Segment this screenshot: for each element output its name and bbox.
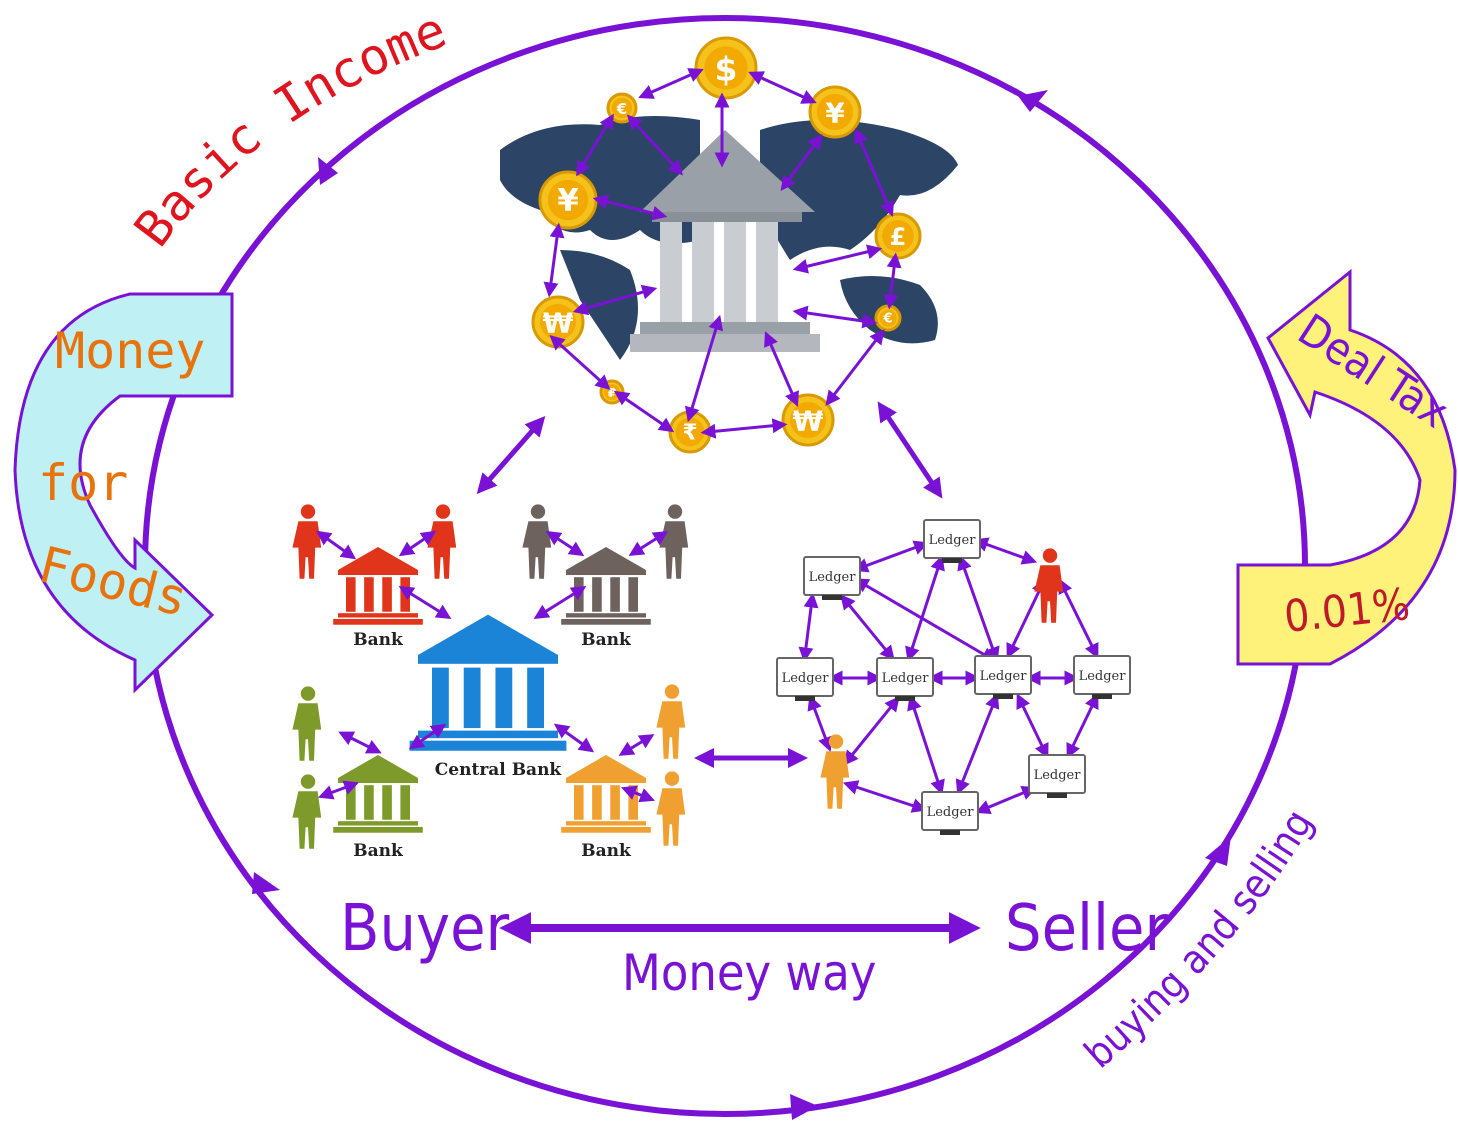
ledger-node: Ledger bbox=[776, 657, 834, 702]
ledger-node: Ledger bbox=[1073, 655, 1131, 700]
coin-icon: ₹ bbox=[668, 410, 712, 454]
currency-symbol: ₽ bbox=[608, 386, 616, 400]
world-central-bank-icon bbox=[630, 130, 820, 352]
person-icon bbox=[522, 504, 552, 579]
currency-symbol: € bbox=[616, 100, 627, 118]
ledger-node: Ledger bbox=[803, 556, 861, 601]
bank-icon-red bbox=[333, 546, 423, 625]
person-icon bbox=[292, 686, 322, 761]
person-icon bbox=[1034, 548, 1064, 623]
currency-symbol: ¥ bbox=[825, 97, 845, 130]
money-label: Money bbox=[55, 322, 206, 380]
cycle-arrowhead-left-top bbox=[318, 157, 338, 185]
person-icon bbox=[292, 774, 322, 849]
person-icon bbox=[659, 504, 689, 579]
person-icon bbox=[820, 734, 850, 809]
bank-icon-gray bbox=[561, 546, 651, 625]
central-bank-label: Central Bank bbox=[435, 760, 563, 780]
currency-symbol: ₩ bbox=[793, 405, 824, 438]
ledger-label: Ledger bbox=[782, 671, 830, 686]
ledger-label: Ledger bbox=[980, 669, 1028, 684]
person-icon bbox=[292, 504, 322, 579]
currency-symbol: ₩ bbox=[543, 307, 574, 340]
cycle-arrowhead-top bbox=[1018, 90, 1048, 112]
money-for-foods-arrow bbox=[13, 292, 234, 694]
arrow-world-to-banks bbox=[476, 415, 546, 495]
bank-label: Bank bbox=[353, 630, 404, 650]
person-icon bbox=[656, 684, 686, 759]
ledger-node: Ledger bbox=[923, 519, 981, 564]
arrow-world-to-ledgers bbox=[877, 401, 943, 499]
for-label: for bbox=[38, 454, 128, 512]
person-icon bbox=[656, 771, 686, 846]
ledger-node: Ledger bbox=[876, 657, 934, 702]
bank-icon-orange bbox=[561, 754, 651, 833]
currency-coin-ring: $ ¥ £ € ₩ ₹ ₽ ₩ ¥ € bbox=[531, 36, 922, 454]
coin-icon: ₩ bbox=[531, 295, 585, 349]
coin-network-arrows bbox=[543, 68, 902, 439]
currency-symbol: ₹ bbox=[682, 421, 697, 446]
buyer-label: Buyer bbox=[340, 892, 510, 966]
coin-icon: ¥ bbox=[538, 170, 598, 230]
ledger-label: Ledger bbox=[927, 805, 975, 820]
ledger-label: Ledger bbox=[882, 671, 930, 686]
ledger-label: Ledger bbox=[1034, 768, 1082, 783]
basic-income-label: Basic Income bbox=[123, 1, 454, 258]
coin-icon: £ bbox=[874, 212, 922, 260]
ledger-node: Ledger bbox=[974, 655, 1032, 700]
coin-icon: $ bbox=[694, 36, 758, 100]
currency-symbol: $ bbox=[715, 50, 738, 89]
ledger-label: Ledger bbox=[929, 533, 977, 548]
central-bank-icon bbox=[409, 614, 567, 751]
coin-icon: € bbox=[606, 92, 638, 124]
deal-tax-arrow bbox=[1236, 268, 1457, 666]
ledger-label: Ledger bbox=[1079, 669, 1127, 684]
ledger-label: Ledger bbox=[809, 570, 857, 585]
coin-icon: € bbox=[874, 304, 902, 332]
ledger-node: Ledger bbox=[921, 791, 979, 836]
person-icon bbox=[427, 504, 457, 579]
money-way-label: Money way bbox=[622, 944, 876, 1002]
seller-label: Seller bbox=[1005, 892, 1168, 966]
cycle-arrowhead-bottom bbox=[790, 1094, 818, 1120]
bank-label: Bank bbox=[581, 630, 632, 650]
coin-icon: ¥ bbox=[808, 85, 862, 139]
bank-label: Bank bbox=[353, 841, 404, 861]
cycle-arrowhead-left-bottom bbox=[252, 872, 280, 894]
cycle-arrowhead-right bbox=[1205, 836, 1231, 866]
coin-icon: ₩ bbox=[781, 393, 835, 447]
currency-symbol: £ bbox=[890, 223, 907, 251]
bank-icon-olive bbox=[333, 754, 423, 833]
currency-symbol: ¥ bbox=[557, 183, 579, 219]
ledger-node: Ledger bbox=[1028, 754, 1086, 799]
currency-symbol: € bbox=[882, 312, 892, 327]
bank-label: Bank bbox=[581, 841, 632, 861]
